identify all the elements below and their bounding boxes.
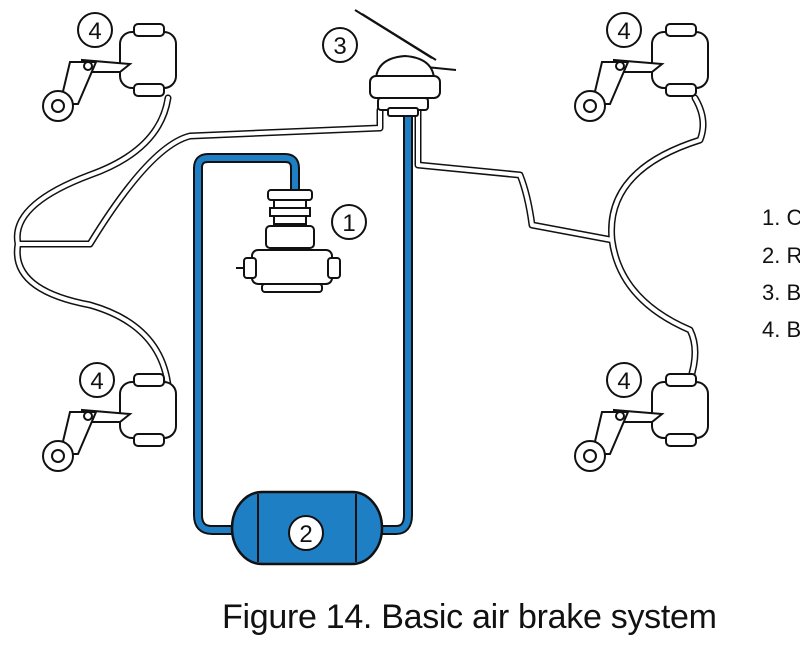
legend-item: 2. R <box>762 243 800 268</box>
svg-text:4: 4 <box>90 368 103 395</box>
svg-text:4: 4 <box>88 18 101 45</box>
supply-line-right <box>371 103 413 535</box>
legend-item: 4. B <box>762 317 800 342</box>
brake-chamber-front-right <box>574 23 709 122</box>
callout-brake-chamber-rear-left: 4 <box>79 362 115 398</box>
right-brake-line <box>414 94 707 384</box>
legend-item: 1. C <box>762 205 800 230</box>
callout-brake-chamber-front-right: 4 <box>606 12 642 48</box>
brake-chamber-rear-right <box>574 373 709 472</box>
brake-chamber-front-left <box>42 23 177 122</box>
svg-text:4: 4 <box>617 18 630 45</box>
air-compressor <box>236 189 341 293</box>
callout-brake-chamber-rear-right: 4 <box>606 362 642 398</box>
svg-text:1: 1 <box>342 210 355 237</box>
figure-caption: Figure 14. Basic air brake system <box>222 598 717 636</box>
svg-text:3: 3 <box>333 33 346 60</box>
callout-reservoir: 2 <box>288 515 324 551</box>
callout-brake-pedal: 3 <box>322 27 358 63</box>
callout-brake-chamber-front-left: 4 <box>77 12 113 48</box>
brake-pedal-valve <box>354 9 457 117</box>
legend-item: 3. B <box>762 280 800 305</box>
brake-lines <box>13 94 707 389</box>
legend: 1. C 2. R 3. B 4. B <box>762 205 800 342</box>
supply-lines <box>193 103 413 535</box>
brake-chamber-rear-left <box>42 373 177 472</box>
svg-text:4: 4 <box>617 368 630 395</box>
svg-text:2: 2 <box>299 521 312 548</box>
callout-compressor: 1 <box>331 204 367 240</box>
